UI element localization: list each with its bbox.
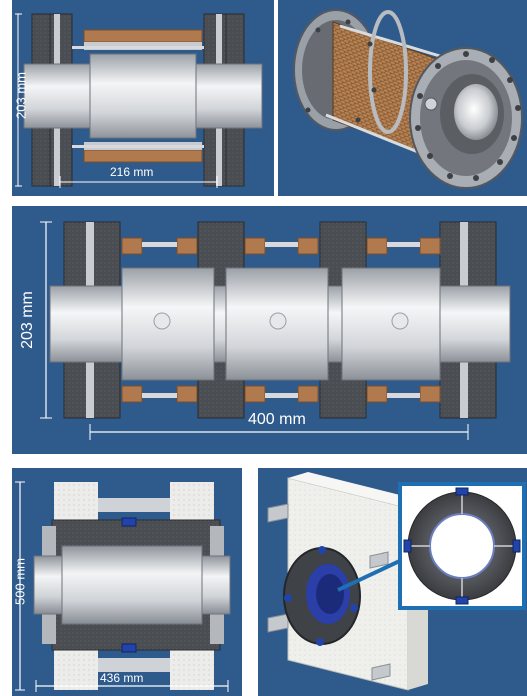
dimension-label-height: 203 mm <box>19 291 36 349</box>
dimension-label-width: 400 mm <box>248 411 306 428</box>
dimension-label-height: 203 mm <box>13 72 29 119</box>
panel-bottom-right-3d-view <box>258 468 527 696</box>
dimension-label-width: 216 mm <box>110 165 154 179</box>
panel-top-left-section-view: 203 mm 216 mm <box>12 0 274 196</box>
three-module-cross-section-drawing <box>40 221 511 440</box>
large-module-cross-section-drawing <box>15 481 231 692</box>
coil-assembly-3d-render <box>293 9 523 189</box>
ring-assembly-3d-render-with-inset <box>267 472 526 691</box>
dimension-label-height: 500 mm <box>12 558 28 605</box>
single-module-cross-section-drawing <box>15 13 263 188</box>
panel-middle-three-module-section: 203 mm 400 mm <box>12 206 527 454</box>
dimension-label-width: 436 mm <box>100 671 144 685</box>
panel-bottom-left-section-view: 500 mm 436 mm <box>12 468 242 696</box>
panel-top-right-3d-view <box>278 0 527 196</box>
